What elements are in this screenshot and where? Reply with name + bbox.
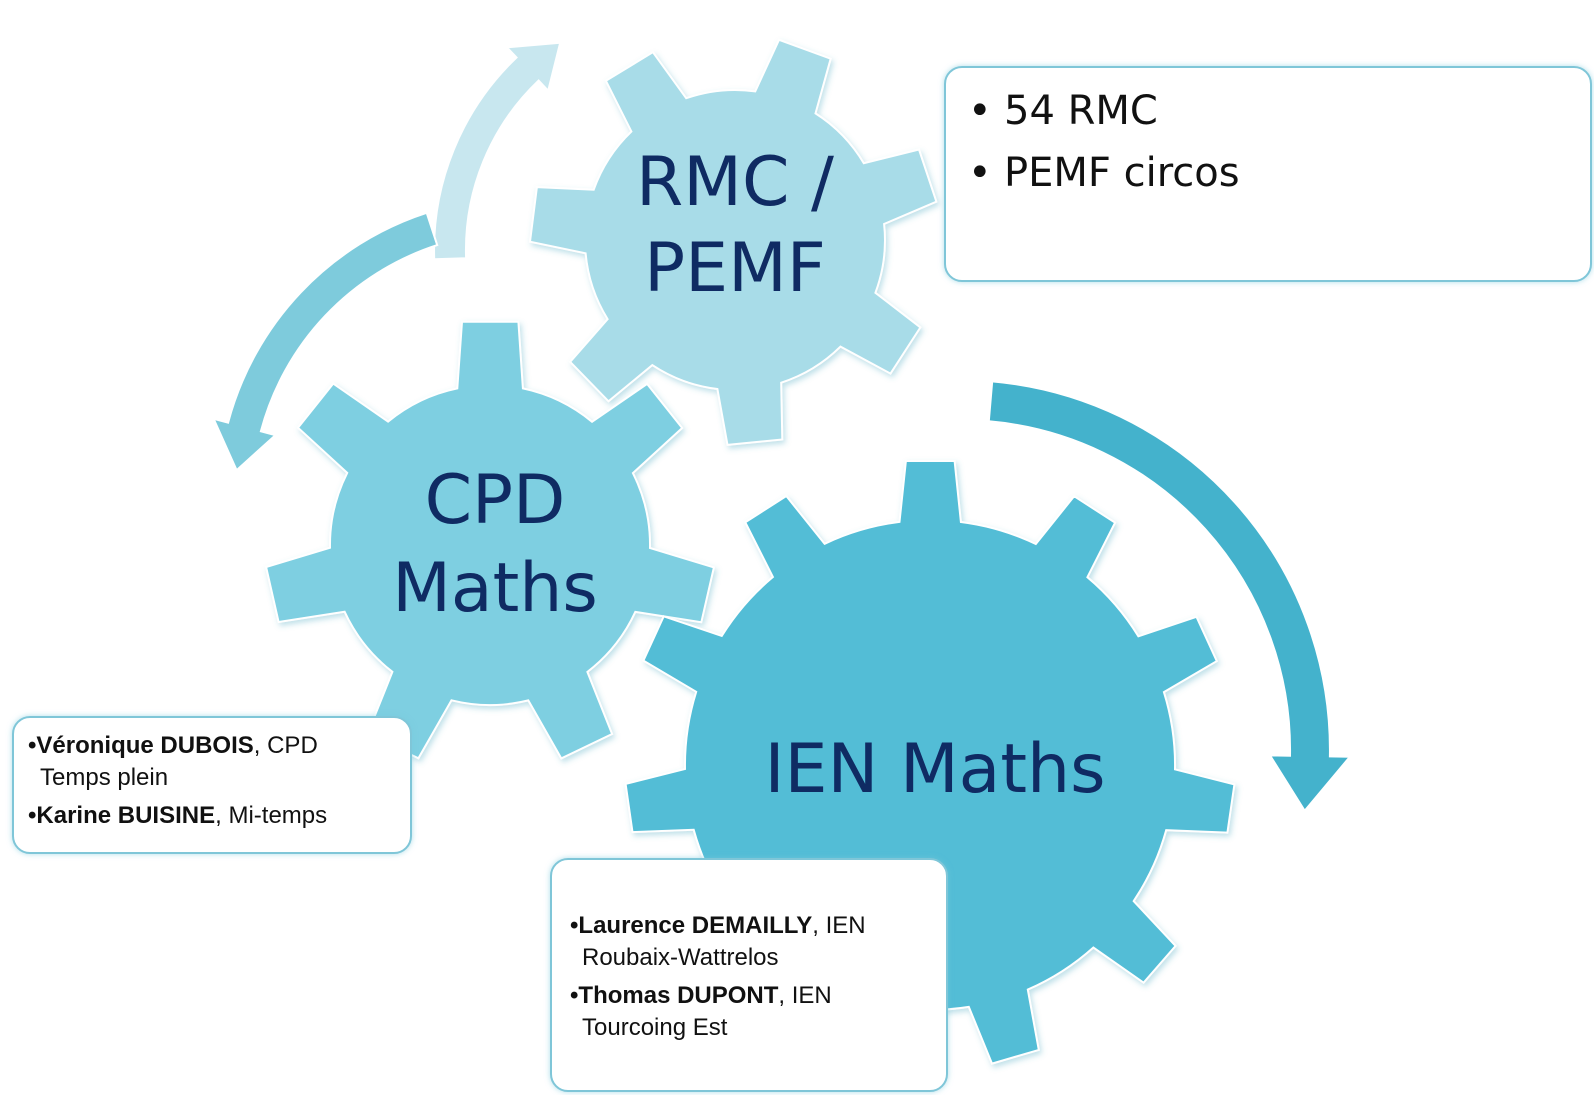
bullet: • [570,982,579,1009]
gear-cpd-label-line2: Maths [392,549,598,628]
rmc-list-item: • PEMF circos [968,142,1590,204]
gear-rmc-label: RMC / PEMF [610,140,860,312]
ien-info-box: •Laurence DEMAILLY, IEN Roubaix-Wattrelo… [550,858,948,1092]
person-name: Karine BUISINE [36,802,216,829]
rmc-item-text: PEMF circos [1004,150,1240,196]
person-role: , Mi-temps [215,802,328,829]
gear-cpd-maths [264,320,716,760]
gear-cpd-label: CPD Maths [360,457,630,633]
rmc-info-box: • 54 RMC • PEMF circos [944,66,1592,282]
person-role: , IEN [778,982,832,1009]
bullet: • [28,732,37,759]
gear-ien-label-line1: IEN Maths [764,730,1106,809]
gear-rmc-label-line2: PEMF [644,229,826,308]
person-role: , CPD [253,732,318,759]
person-name: Laurence DEMAILLY [578,912,813,939]
gear-rmc-label-line1: RMC / [636,143,834,222]
cycle-arrow-left [211,211,439,472]
rmc-list-item: • 54 RMC [968,80,1590,142]
ien-list-item: •Laurence DEMAILLY, IEN Roubaix-Wattrelo… [570,910,946,974]
cpd-info-box: •Véronique DUBOIS, CPD Temps plein •Kari… [12,716,412,854]
person-role: , IEN [812,912,866,939]
person-role-cont: Tourcoing Est [582,1014,728,1041]
gear-ien-label: IEN Maths [745,730,1125,810]
rmc-item-text: 54 RMC [1004,88,1158,134]
bullet: • [570,912,579,939]
gear-rmc-pemf [528,38,938,446]
ien-list-item: •Thomas DUPONT, IEN Tourcoing Est [570,980,946,1044]
person-role-cont: Temps plein [40,764,169,791]
cpd-list-item: •Véronique DUBOIS, CPD Temps plein [28,730,410,794]
cycle-arrow-top [433,41,562,261]
bullet: • [968,150,992,196]
bullet: • [968,88,992,134]
gear-cpd-label-line1: CPD [424,461,566,540]
cpd-list-item: •Karine BUISINE, Mi-temps [28,800,410,832]
bullet: • [28,802,37,829]
cycle-arrow-right [987,380,1353,813]
person-role-cont: Roubaix-Wattrelos [582,944,779,971]
person-name: Véronique DUBOIS [36,732,254,759]
person-name: Thomas DUPONT [578,982,779,1009]
